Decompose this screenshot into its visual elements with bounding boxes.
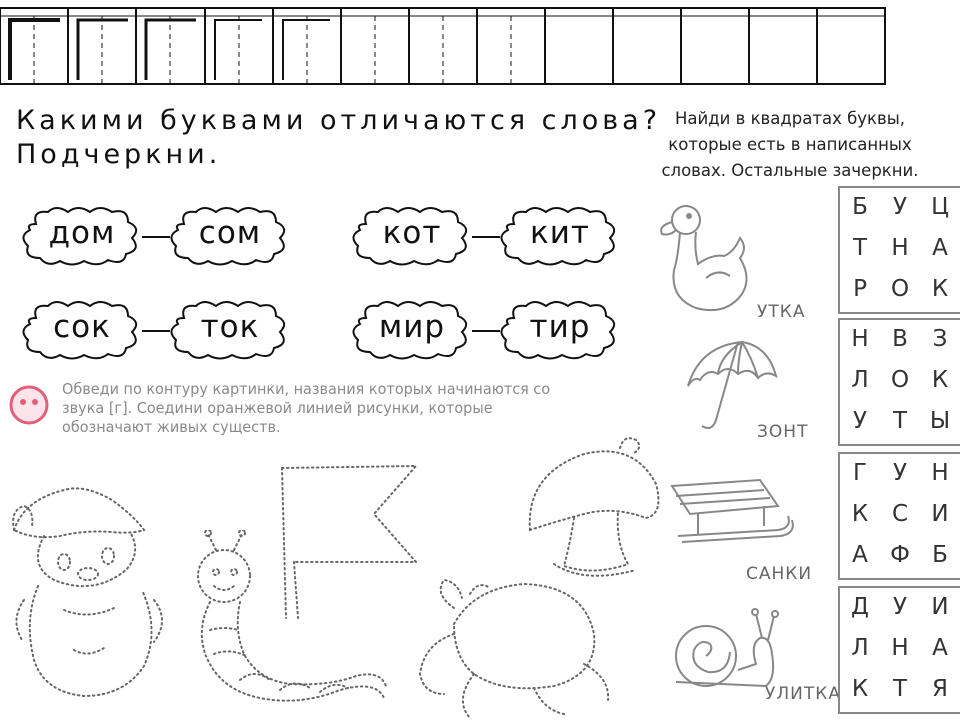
cloud-word[interactable]: тир [500,300,620,360]
task2-instruction: Обведи по контуру картинки, названия кот… [62,380,551,436]
sled-icon [670,478,794,543]
task1-title-line1: Какими буквами отличаются слова? [16,105,662,136]
task3-instruction: Найди в квадратах буквы, которые есть в … [661,109,919,180]
letter-grid: Г У Н К С И А Ф Б [838,452,960,580]
word-pair: дом сом [22,206,290,266]
word-label: сок [53,309,111,345]
cloud-word[interactable]: сок [22,300,142,360]
grid-letter[interactable]: В [892,326,908,352]
grid-letter[interactable]: У [892,194,907,220]
grid-letter[interactable]: А [932,235,948,261]
word-label: кот [382,215,442,251]
grid-letter[interactable]: К [851,676,869,702]
grid-letter[interactable]: Н [931,460,949,486]
grid-letter[interactable]: К [931,367,949,393]
word-pair: мир тир [352,300,620,360]
grid-letter[interactable]: Р [853,276,867,302]
grid-letter[interactable]: Н [851,326,869,352]
grid-letter[interactable]: Н [891,635,909,661]
grid-letter[interactable]: И [931,501,949,527]
picture-label: ЗОНТ [757,422,809,442]
snail-icon [675,608,779,688]
grid-letter[interactable]: А [932,635,948,661]
grid-letter[interactable]: Ы [929,408,951,434]
flag-icon[interactable] [276,462,436,622]
grid-letter[interactable]: Ф [890,542,910,568]
cloud-word[interactable]: мир [352,300,472,360]
letter-grid: Б У Ц Т Н А Р О К [838,186,960,314]
picture-label: САНКИ [746,564,813,584]
caterpillar-icon[interactable] [180,530,390,720]
crab-icon[interactable] [414,574,614,720]
grid-letter[interactable]: Т [892,408,908,434]
cloud-word[interactable]: кот [352,206,472,266]
word-label: дом [48,215,116,251]
grid-letter[interactable]: О [890,276,910,302]
word-label: мир [378,309,446,345]
gnome-icon[interactable] [4,470,174,720]
word-pair: сок ток [22,300,290,360]
grid-letter[interactable]: У [892,460,907,486]
grid-letter[interactable]: С [891,501,909,527]
letter-grid: Д У И Л Н А К Т Я [838,586,960,714]
grid-letter[interactable]: Ц [931,194,949,220]
grid-letter[interactable]: Г [852,460,868,486]
grid-letter[interactable]: Я [932,676,948,702]
cloud-word[interactable]: ток [170,300,290,360]
mushroom-icon[interactable] [524,434,664,584]
grid-letter[interactable]: О [890,367,910,393]
grid-letter[interactable]: И [931,594,949,620]
grid-letter[interactable]: Н [891,235,909,261]
word-label: сом [198,215,262,251]
picture-label: УЛИТКА [765,684,841,704]
cloud-word[interactable]: дом [22,206,142,266]
grid-letter[interactable]: К [931,276,949,302]
grid-letter[interactable]: Л [851,367,869,393]
grid-letter[interactable]: Л [851,635,869,661]
cloud-word[interactable]: сом [170,206,290,266]
grid-letter[interactable]: У [892,594,907,620]
letter-grid: Н В З Л О К У Т Ы [838,318,960,446]
grid-letter[interactable]: У [852,408,867,434]
grid-letter[interactable]: А [852,542,868,568]
task1-title-line2: Подчеркни. [16,139,222,170]
grid-letter[interactable]: Т [892,676,908,702]
umbrella-icon [687,340,778,429]
writing-strip [0,7,886,85]
grid-letter[interactable]: Б [932,542,948,568]
word-label: кит [530,215,590,251]
grid-letter[interactable]: К [851,501,869,527]
word-label: тир [529,309,591,345]
grid-letter[interactable]: З [932,326,948,352]
word-pair: кот кит [352,206,620,266]
grid-letter[interactable]: Б [852,194,868,220]
cloud-word[interactable]: кит [500,206,620,266]
picture-label: УТКА [757,302,806,322]
task1-title: Какими буквами отличаются слова? Подчерк… [16,104,661,172]
pair-connector [142,236,170,238]
grid-letter[interactable]: Д [851,594,869,620]
pair-connector [472,236,500,238]
pair-connector [472,330,500,332]
duck-icon [660,205,748,312]
word-label: ток [200,309,260,345]
pair-connector [142,330,170,332]
grid-letter[interactable]: Т [852,235,868,261]
smiley-icon [9,385,49,425]
